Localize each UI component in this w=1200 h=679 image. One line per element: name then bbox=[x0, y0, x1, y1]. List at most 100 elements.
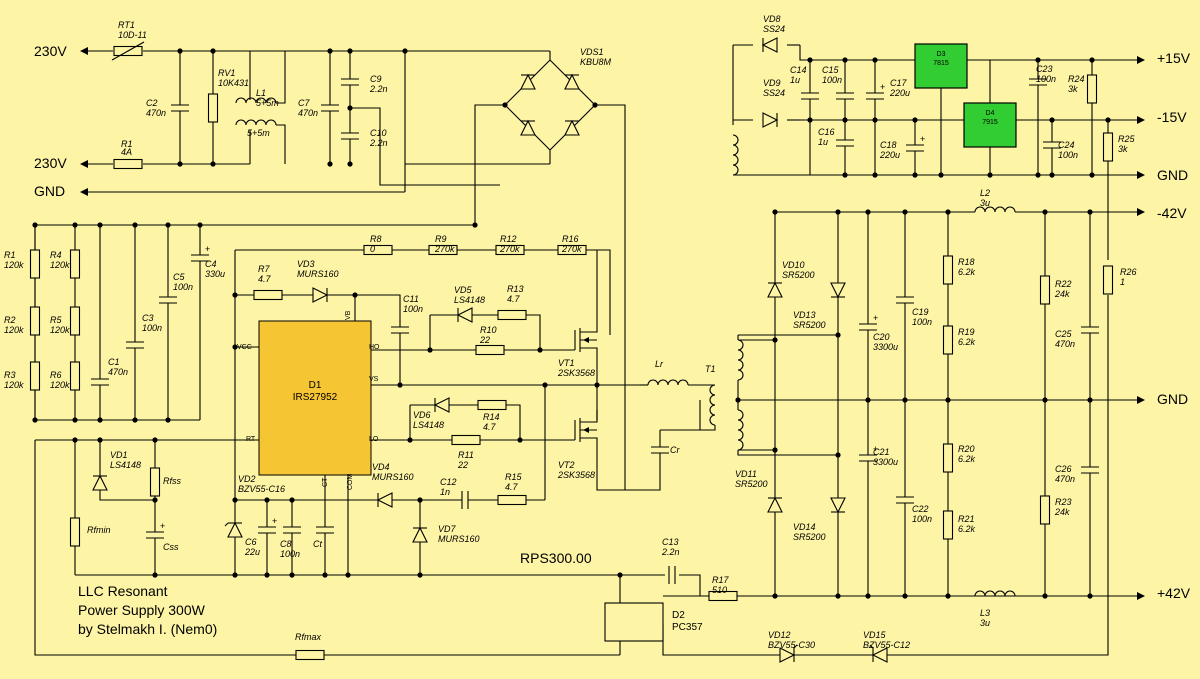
junction-dot bbox=[152, 437, 158, 443]
junction-dot bbox=[132, 417, 138, 423]
mosfet-vt2 bbox=[574, 410, 598, 450]
resistor-r13 bbox=[497, 309, 527, 321]
diode-vd14 bbox=[830, 497, 846, 514]
label-vd5-v: LS4148 bbox=[454, 295, 485, 305]
junction-dot bbox=[1035, 57, 1041, 63]
label-r5-v: 120k bbox=[50, 325, 70, 335]
label-vd7: VD7 bbox=[438, 524, 457, 534]
label-vd4-v: MURS160 bbox=[372, 472, 414, 482]
label-vd10: VD10 bbox=[782, 260, 805, 270]
capacitor-c25 bbox=[1080, 326, 1100, 334]
arrow-plus42v bbox=[1137, 592, 1145, 600]
capacitor-c2 bbox=[170, 104, 190, 112]
resistor-rfss bbox=[149, 467, 161, 497]
label-c16-v: 1u bbox=[818, 137, 828, 147]
label-ct: Ct bbox=[313, 539, 322, 549]
ic-d4-ref: D4 bbox=[986, 110, 995, 117]
capacitor-c6: + bbox=[257, 516, 277, 534]
wire bbox=[34, 440, 620, 656]
label-c15: C15 bbox=[822, 65, 840, 75]
junction-dot bbox=[264, 497, 270, 503]
junction-dot bbox=[537, 347, 543, 353]
label-r21: R21 bbox=[958, 514, 975, 524]
bridge-diode-4 bbox=[564, 119, 580, 136]
capacitor-c9 bbox=[340, 78, 360, 86]
svg-text:+: + bbox=[160, 521, 165, 531]
junction-dot bbox=[1087, 593, 1093, 599]
junction-dot bbox=[427, 347, 433, 353]
resistor-r4 bbox=[69, 249, 81, 279]
arrow-plus15v bbox=[1137, 56, 1145, 64]
capacitor-c11 bbox=[390, 326, 410, 334]
wire bbox=[99, 440, 155, 501]
junction-dot bbox=[772, 593, 778, 599]
resistor-r18 bbox=[942, 255, 954, 285]
junction-dot bbox=[807, 117, 813, 123]
diode-vd5 bbox=[456, 307, 473, 323]
label-c17-v: 220u bbox=[889, 88, 910, 98]
resistor-r16 bbox=[557, 244, 587, 256]
label-rfmax: Rfmax bbox=[295, 632, 322, 642]
label-r16: R16 bbox=[562, 234, 579, 244]
resistor-r12 bbox=[495, 244, 525, 256]
svg-text:+: + bbox=[920, 134, 925, 144]
junction-dot bbox=[1042, 209, 1048, 215]
junction-dot bbox=[945, 593, 951, 599]
resistor-r7 bbox=[253, 289, 283, 301]
label-c8: C8 bbox=[280, 539, 292, 549]
capacitor-ct bbox=[315, 526, 335, 534]
junction-dot bbox=[197, 222, 203, 228]
label-vd1-v: LS4148 bbox=[110, 460, 141, 470]
junction-dot bbox=[842, 57, 848, 63]
junction-dot bbox=[152, 497, 158, 503]
junction-dot bbox=[872, 172, 878, 178]
capacitor-c3 bbox=[125, 341, 145, 349]
label-r11: R11 bbox=[458, 450, 474, 460]
label-vd14: VD14 bbox=[793, 522, 816, 532]
ic-d1-controller bbox=[258, 320, 372, 476]
label-c19: C19 bbox=[912, 307, 929, 317]
resistor-r11 bbox=[451, 434, 481, 446]
label-c25-v: 470n bbox=[1055, 339, 1075, 349]
label-c24-v: 100n bbox=[1058, 150, 1078, 160]
label-vd4: VD4 bbox=[372, 462, 390, 472]
label-vd11: VD11 bbox=[735, 469, 757, 479]
label-c3-v: 100n bbox=[142, 323, 162, 333]
label-c7: C7 bbox=[298, 98, 310, 108]
capacitor-c10 bbox=[340, 132, 360, 140]
label-l2-v: 3u bbox=[980, 198, 990, 208]
junction-dot bbox=[772, 447, 778, 453]
ic-d1-ref: D1 bbox=[309, 380, 322, 391]
label-c24: C24 bbox=[1058, 140, 1075, 150]
label-r15: R15 bbox=[505, 472, 523, 482]
junction-dot bbox=[347, 161, 353, 167]
junction-dot bbox=[132, 222, 138, 228]
inductor-lr bbox=[647, 379, 689, 386]
label-r19-v: 6.2k bbox=[958, 337, 976, 347]
junction-dot bbox=[232, 292, 238, 298]
junction-dot bbox=[32, 417, 38, 423]
junction-dot bbox=[902, 593, 908, 599]
label-c20: C20 bbox=[873, 332, 890, 342]
bridge-diode-1 bbox=[520, 73, 536, 90]
junction-dot bbox=[1049, 172, 1055, 178]
inductor-l3 bbox=[974, 590, 1016, 597]
label-r16-v: 270k bbox=[561, 244, 582, 254]
diode-vd11 bbox=[767, 496, 783, 513]
label-l1: L1 bbox=[256, 88, 266, 98]
label-c12-v: 1n bbox=[440, 487, 450, 497]
junction-dot bbox=[327, 161, 333, 167]
label-c6: C6 bbox=[245, 537, 257, 547]
junction-dot bbox=[152, 572, 158, 578]
transformer-t1-sec-a bbox=[737, 339, 744, 381]
wire bbox=[474, 104, 505, 225]
pin-vcc: VCC bbox=[237, 344, 252, 351]
junction-dot bbox=[865, 209, 871, 215]
capacitor-c17: + bbox=[865, 82, 885, 100]
capacitor-c16 bbox=[835, 139, 855, 147]
capacitor-c22 bbox=[895, 496, 915, 504]
label-c4-v: 330u bbox=[205, 269, 225, 279]
arrow-minus15v bbox=[1137, 116, 1145, 124]
arrow-gnd-aux bbox=[1137, 171, 1145, 179]
title-line-3: by Stelmakh I. (Nem0) bbox=[78, 621, 217, 637]
